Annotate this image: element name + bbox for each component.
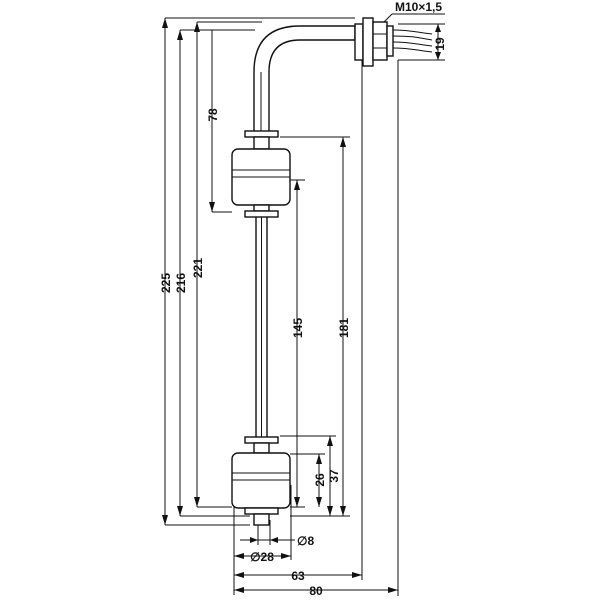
dimension-216: 216	[174, 29, 255, 517]
dim-37-label: 37	[327, 469, 341, 483]
dim-26-label: 26	[313, 473, 327, 487]
lower-stop-collar	[244, 436, 279, 454]
dimension-37: 37	[280, 435, 341, 516]
dimension-181: 181	[280, 136, 351, 517]
dim-80-label: 80	[309, 584, 323, 598]
dim-8-label: ∅8	[297, 534, 314, 548]
dim-216-label: 216	[174, 273, 188, 293]
cable-wires	[392, 29, 433, 53]
lower-float	[231, 452, 291, 509]
dimension-63: 63	[233, 60, 363, 595]
dim-28-label: ∅28	[250, 550, 274, 564]
dimension-80: 80	[234, 60, 399, 598]
threaded-fitting	[354, 17, 394, 67]
dimension-221: 221	[191, 21, 262, 508]
dimension-225: 225	[159, 17, 355, 526]
dim-145-label: 145	[291, 318, 305, 338]
bottom-end-cap	[244, 507, 279, 526]
dim-78-label: 78	[206, 108, 220, 122]
thread-callout: M10×1,5	[383, 0, 445, 23]
upper-stop-collar	[244, 130, 279, 150]
thread-label: M10×1,5	[395, 0, 442, 14]
dimension-19: 19	[398, 23, 447, 61]
dim-19-label: 19	[433, 37, 447, 51]
dim-63-label: 63	[291, 569, 305, 583]
dimension-145: 145	[290, 179, 305, 508]
dim-221-label: 221	[191, 258, 205, 278]
dimension-8: ∅8	[240, 520, 314, 548]
dim-181-label: 181	[337, 318, 351, 338]
dimension-78: 78	[206, 30, 232, 213]
bent-tube	[253, 25, 356, 138]
dimension-28: ∅28	[233, 485, 292, 564]
dim-225-label: 225	[159, 273, 173, 293]
dimension-26: 26	[290, 453, 327, 507]
upper-float	[231, 148, 291, 218]
